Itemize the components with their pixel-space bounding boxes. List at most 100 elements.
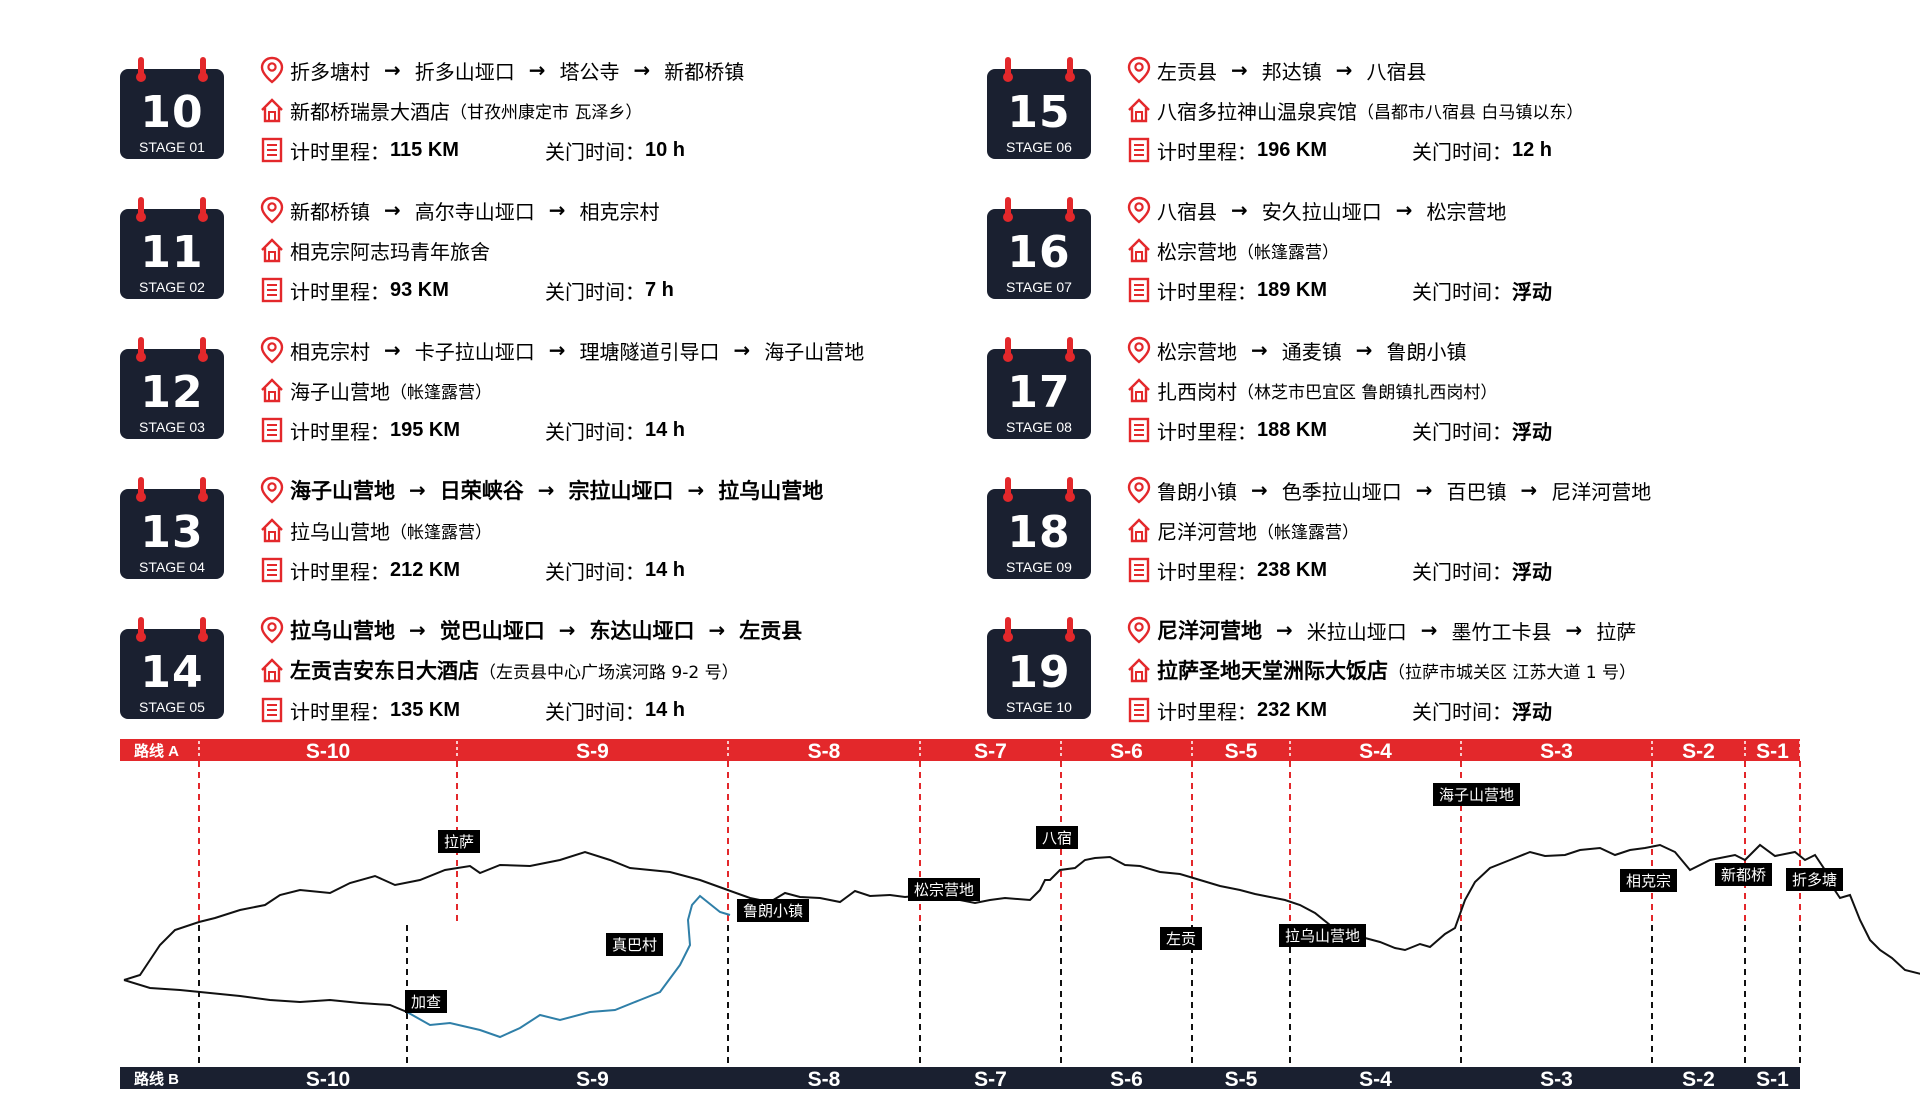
- route-stop: 日荣峡谷: [439, 479, 524, 503]
- stage-accommodation: 八宿多拉神山温泉宾馆（昌都市八宿县 白马镇以东）: [1127, 95, 1583, 125]
- route-stop: 东达山垭口: [589, 619, 695, 643]
- arrow-icon: →: [1565, 618, 1583, 642]
- route-a-band: [120, 739, 1800, 761]
- route-stop: 色季拉山垭口: [1281, 479, 1402, 504]
- distance-value: 196 KM: [1257, 138, 1328, 161]
- distance-label: 计时里程：: [1157, 419, 1257, 444]
- stage-number: STAGE 02: [139, 279, 205, 295]
- stage-number: STAGE 06: [1006, 139, 1072, 155]
- segment-label: S-9: [576, 740, 609, 763]
- route-stop: 觉巴山垭口: [439, 619, 545, 643]
- list-icon: [260, 556, 284, 584]
- route-stop: 左贡县: [739, 619, 803, 643]
- list-icon: [1127, 696, 1151, 724]
- route-stop: 米拉山垭口: [1306, 619, 1407, 644]
- route-a-label: 路线 A: [134, 742, 179, 760]
- hotel-name: 海子山营地: [290, 379, 390, 404]
- segment-label: S-9: [576, 1068, 609, 1091]
- route-stop: 百巴镇: [1446, 479, 1507, 504]
- hotel-address: （林芝市巴宜区 鲁朗镇扎西岗村）: [1237, 382, 1498, 403]
- route-b-elevation-line: [123, 979, 421, 1014]
- hotel-address: （甘孜州康定市 瓦泽乡）: [450, 102, 643, 123]
- route-stop: 拉乌山营地: [718, 479, 824, 503]
- stage-day: 18: [1007, 507, 1071, 558]
- hotel-name: 八宿多拉神山温泉宾馆: [1157, 99, 1357, 124]
- arrow-icon: →: [1395, 198, 1413, 222]
- location-pin-icon: [260, 336, 284, 364]
- route-stop: 八宿县: [1366, 59, 1427, 84]
- hotel-address: （帐篷露营）: [390, 522, 492, 543]
- place-label: 相克宗: [1620, 869, 1678, 892]
- distance-value: 232 KM: [1257, 698, 1328, 721]
- segment-label: S-3: [1540, 1068, 1573, 1091]
- stage-day: 13: [140, 507, 204, 558]
- arrow-icon: →: [548, 198, 566, 222]
- stage-route: 尼洋河营地→米拉山垭口→墨竹工卡县→拉萨: [1127, 615, 1636, 645]
- stage-accommodation: 松宗营地（帐篷露营）: [1127, 235, 1339, 265]
- place-label: 拉萨: [438, 830, 481, 853]
- hotel-icon: [260, 656, 284, 684]
- route-stop: 鲁朗小镇: [1386, 339, 1467, 364]
- stage-accommodation: 尼洋河营地（帐篷露营）: [1127, 515, 1359, 545]
- hotel-name: 拉萨圣地天堂洲际大饭店: [1157, 659, 1388, 683]
- route-stop: 宗拉山垭口: [568, 479, 674, 503]
- arrow-icon: →: [733, 338, 751, 362]
- stage-number: STAGE 09: [1006, 559, 1072, 575]
- arrow-icon: →: [1420, 618, 1438, 642]
- cutoff-label: 关门时间：: [545, 279, 645, 304]
- hotel-icon: [260, 376, 284, 404]
- list-icon: [260, 696, 284, 724]
- segment-label: S-4: [1359, 740, 1392, 763]
- distance-value: 188 KM: [1257, 418, 1328, 441]
- place-label: 鲁朗小镇: [737, 899, 810, 922]
- route-stop: 海子山营地: [764, 339, 865, 364]
- arrow-icon: →: [1231, 58, 1248, 82]
- hotel-address: （左贡县中心广场滨河路 9-2 号）: [479, 662, 739, 683]
- stage-number: STAGE 01: [139, 139, 205, 155]
- distance-value: 212 KM: [390, 558, 461, 581]
- stage-route: 拉乌山营地→觉巴山垭口→东达山垭口→左贡县: [260, 615, 802, 645]
- segment-label: S-1: [1756, 1068, 1789, 1091]
- distance-value: 189 KM: [1257, 278, 1328, 301]
- stage-route: 新都桥镇→高尔寺山垭口→相克宗村: [260, 195, 660, 225]
- list-icon: [260, 276, 284, 304]
- cutoff-value: 浮动: [1512, 281, 1552, 304]
- arrow-icon: →: [1355, 338, 1373, 362]
- cutoff-label: 关门时间：: [545, 139, 645, 164]
- arrow-icon: →: [384, 338, 401, 362]
- route-stop: 理塘隧道引导口: [579, 339, 720, 364]
- segment-label: S-5: [1225, 740, 1258, 763]
- stage-number: STAGE 03: [139, 419, 205, 435]
- segment-label: S-7: [974, 1068, 1007, 1091]
- stage-route: 海子山营地→日荣峡谷→宗拉山垭口→拉乌山营地: [260, 475, 823, 505]
- arrow-icon: →: [548, 338, 566, 362]
- route-b-label: 路线 B: [134, 1070, 179, 1088]
- hotel-icon: [260, 236, 284, 264]
- stage-number: STAGE 04: [139, 559, 205, 575]
- arrow-icon: →: [1520, 478, 1538, 502]
- stage-route: 松宗营地→通麦镇→鲁朗小镇: [1127, 335, 1467, 365]
- stage-accommodation: 相克宗阿志玛青年旅舍: [260, 235, 490, 265]
- cutoff-value: 10 h: [645, 138, 686, 161]
- list-icon: [1127, 556, 1151, 584]
- segment-label: S-6: [1110, 1068, 1143, 1091]
- segment-label: S-8: [808, 1068, 841, 1091]
- stage-number: STAGE 07: [1006, 279, 1072, 295]
- distance-label: 计时里程：: [1157, 699, 1257, 724]
- location-pin-icon: [260, 56, 284, 84]
- location-pin-icon: [1127, 616, 1151, 644]
